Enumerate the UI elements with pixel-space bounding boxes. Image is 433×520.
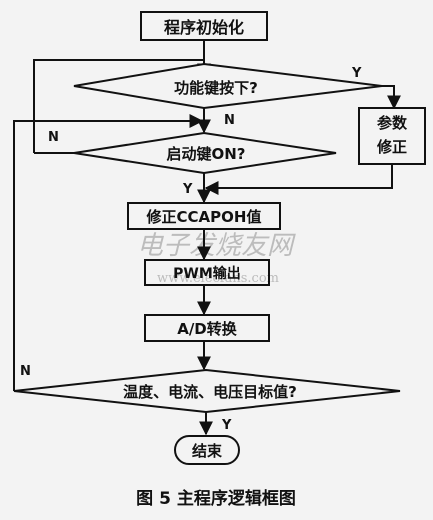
watermark-cn: 电子发烧友网 xyxy=(137,231,296,261)
start-key-diamond xyxy=(73,131,337,175)
target-diamond xyxy=(13,368,401,414)
ad-box xyxy=(144,314,270,342)
fix-ccap-label: 修正CCAPOH值 xyxy=(146,208,262,226)
arrow-func-yes xyxy=(382,85,401,110)
watermark-url: www.elecfans.com xyxy=(157,271,279,286)
ad-label: A/D转换 xyxy=(177,320,238,338)
loop-line-target-no xyxy=(13,114,204,391)
pwm-label: PWM输出 xyxy=(173,265,241,282)
start-key-label: 启动键ON? xyxy=(166,145,245,163)
init-label: 程序初始化 xyxy=(164,18,244,37)
func-key-label: 功能键按下? xyxy=(174,79,258,97)
label-n-bottom: N xyxy=(20,364,31,379)
param-box xyxy=(358,107,426,165)
param-label-line1: 参数 xyxy=(377,114,408,132)
pwm-box xyxy=(144,259,270,286)
figure-caption: 图 5 主程序逻辑框图 xyxy=(136,488,296,509)
end-label: 结束 xyxy=(192,442,223,460)
label-n-top: N xyxy=(224,113,235,128)
label-n-left: N xyxy=(48,130,59,145)
end-terminal xyxy=(174,435,240,465)
target-label: 温度、电流、电压目标值? xyxy=(123,383,297,401)
arrow-param-to-merge xyxy=(204,164,393,195)
label-y-start: Y xyxy=(182,182,193,197)
label-y-target: Y xyxy=(221,418,232,433)
param-label-line2: 修正 xyxy=(376,138,407,156)
init-box xyxy=(140,11,268,41)
label-y-func: Y xyxy=(351,66,362,81)
